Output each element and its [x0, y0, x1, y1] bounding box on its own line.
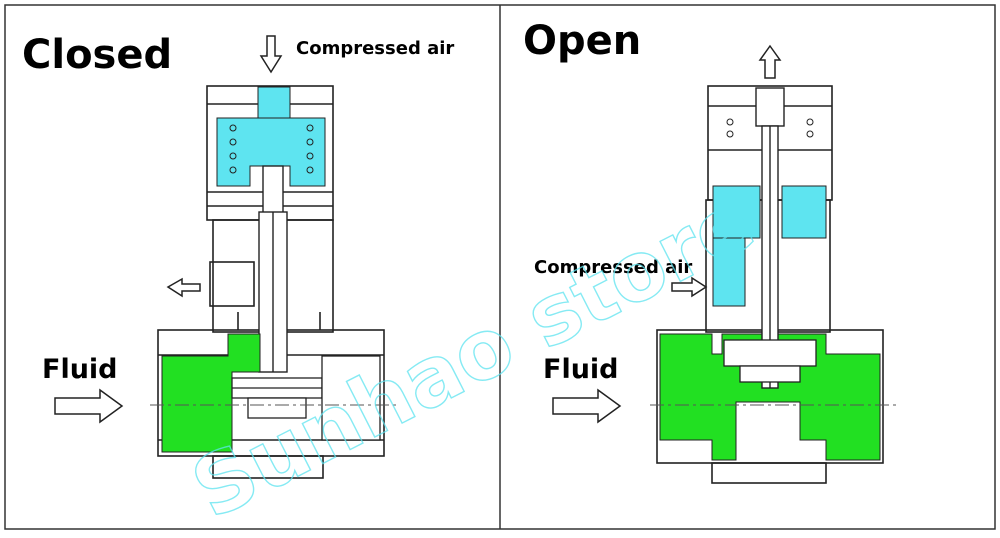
open-air-inlet-arrow: [671, 276, 708, 298]
open-compressed-air-label: Compressed air: [534, 257, 692, 278]
open-fluid-region: [659, 333, 881, 461]
closed-valve-stem: [258, 165, 288, 373]
closed-valve-disc: [231, 355, 381, 441]
closed-fluid-arrow: [54, 388, 124, 424]
open-air-chamber: [712, 185, 827, 307]
closed-air-chamber: [216, 86, 326, 187]
closed-air-inlet-arrow: [259, 35, 283, 74]
closed-fluid-region: [161, 333, 261, 453]
open-fluid-label: Fluid: [543, 354, 619, 385]
closed-exhaust-arrow: [166, 277, 201, 298]
closed-fluid-label: Fluid: [42, 354, 118, 385]
open-exhaust-arrow: [758, 44, 782, 79]
closed-compressed-air-label: Compressed air: [296, 38, 454, 59]
open-fluid-arrow: [552, 388, 622, 424]
closed-panel: Closed Compressed air Fluid: [22, 32, 454, 479]
open-springs: [726, 118, 814, 138]
closed-title: Closed: [22, 32, 172, 78]
closed-springs: [229, 124, 314, 174]
open-title: Open: [523, 18, 641, 64]
open-valve-stem: [755, 87, 785, 389]
open-valve-disc: [723, 339, 817, 383]
open-panel: Open Compressed air Fluid: [523, 18, 896, 484]
